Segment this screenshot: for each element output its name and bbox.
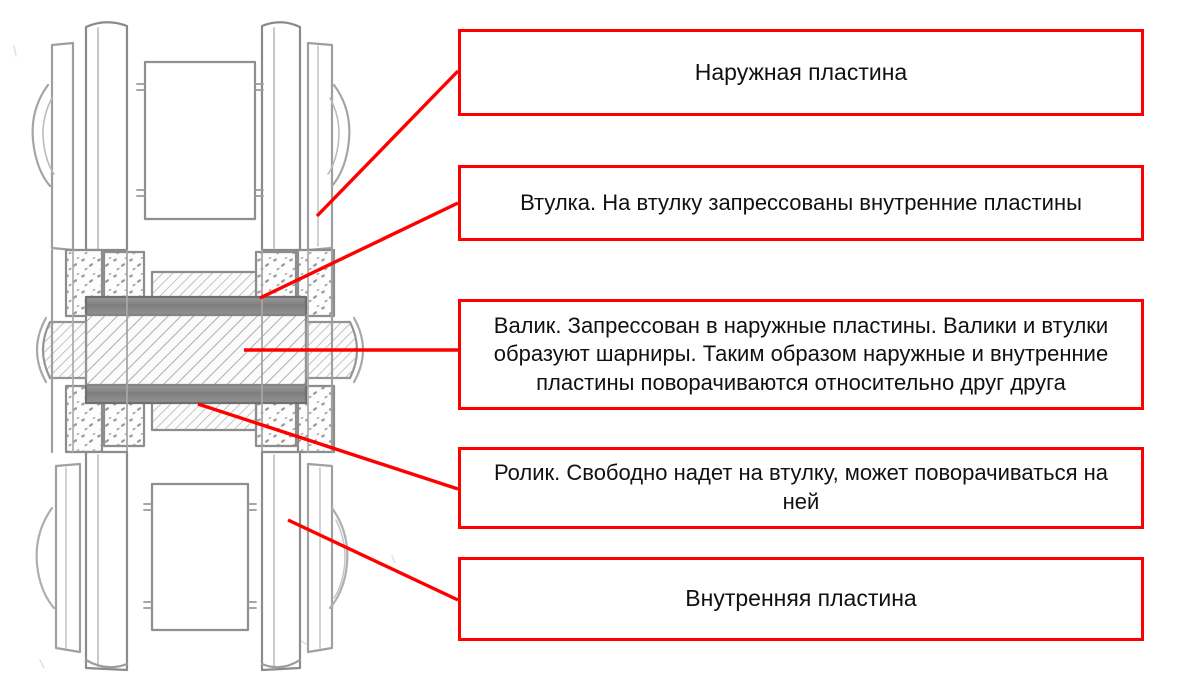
pin-end-left — [41, 320, 88, 380]
callout-pin[interactable]: Валик. Запрессован в наружные пластины. … — [458, 299, 1144, 410]
pin-body — [84, 313, 308, 387]
callout-inner-plate-text: Внутренняя пластина — [685, 585, 917, 612]
inner-plate-seat-bottom — [150, 400, 258, 432]
plate-ear-right-top — [330, 83, 351, 188]
callout-roller-text: Ролик. Свободно надет на втулку, может п… — [493, 460, 1109, 514]
bushing-upper-band — [84, 295, 308, 317]
chain-cross-section-drawing — [13, 21, 396, 672]
bushing-lower-band — [84, 383, 308, 405]
inner-plate-left-near — [84, 450, 129, 672]
callout-bushing[interactable]: Втулка. На втулку запрессованы внутренни… — [458, 165, 1144, 241]
callout-outer-plate-text: Наружная пластина — [694, 58, 908, 85]
outer-plate-right-near — [260, 21, 302, 252]
inner-plate-right-near — [260, 450, 302, 672]
callout-inner-plate[interactable]: Внутренняя пластина — [458, 557, 1144, 641]
inner-plate-seat-top — [150, 270, 258, 300]
inner-plate-left-far — [54, 462, 82, 654]
plate-ear-left-bottom — [35, 506, 56, 610]
callout-outer-plate[interactable]: Наружная пластина — [458, 29, 1144, 116]
callout-roller[interactable]: Ролик. Свободно надет на втулку, может п… — [458, 447, 1144, 529]
inner-plate-top-body — [143, 60, 257, 221]
outer-plate-left-near — [84, 21, 129, 252]
outer-plate-right-far — [306, 41, 334, 252]
outer-plate-left-far — [50, 41, 75, 252]
plate-ear-left-top — [31, 83, 52, 188]
inner-plate-bottom-body — [150, 482, 250, 632]
callout-bushing-text: Втулка. На втулку запрессованы внутренни… — [520, 189, 1082, 215]
pin-head-left — [36, 316, 48, 384]
callout-pin-text: Валик. Запрессован в наружные пластины. … — [493, 312, 1109, 395]
